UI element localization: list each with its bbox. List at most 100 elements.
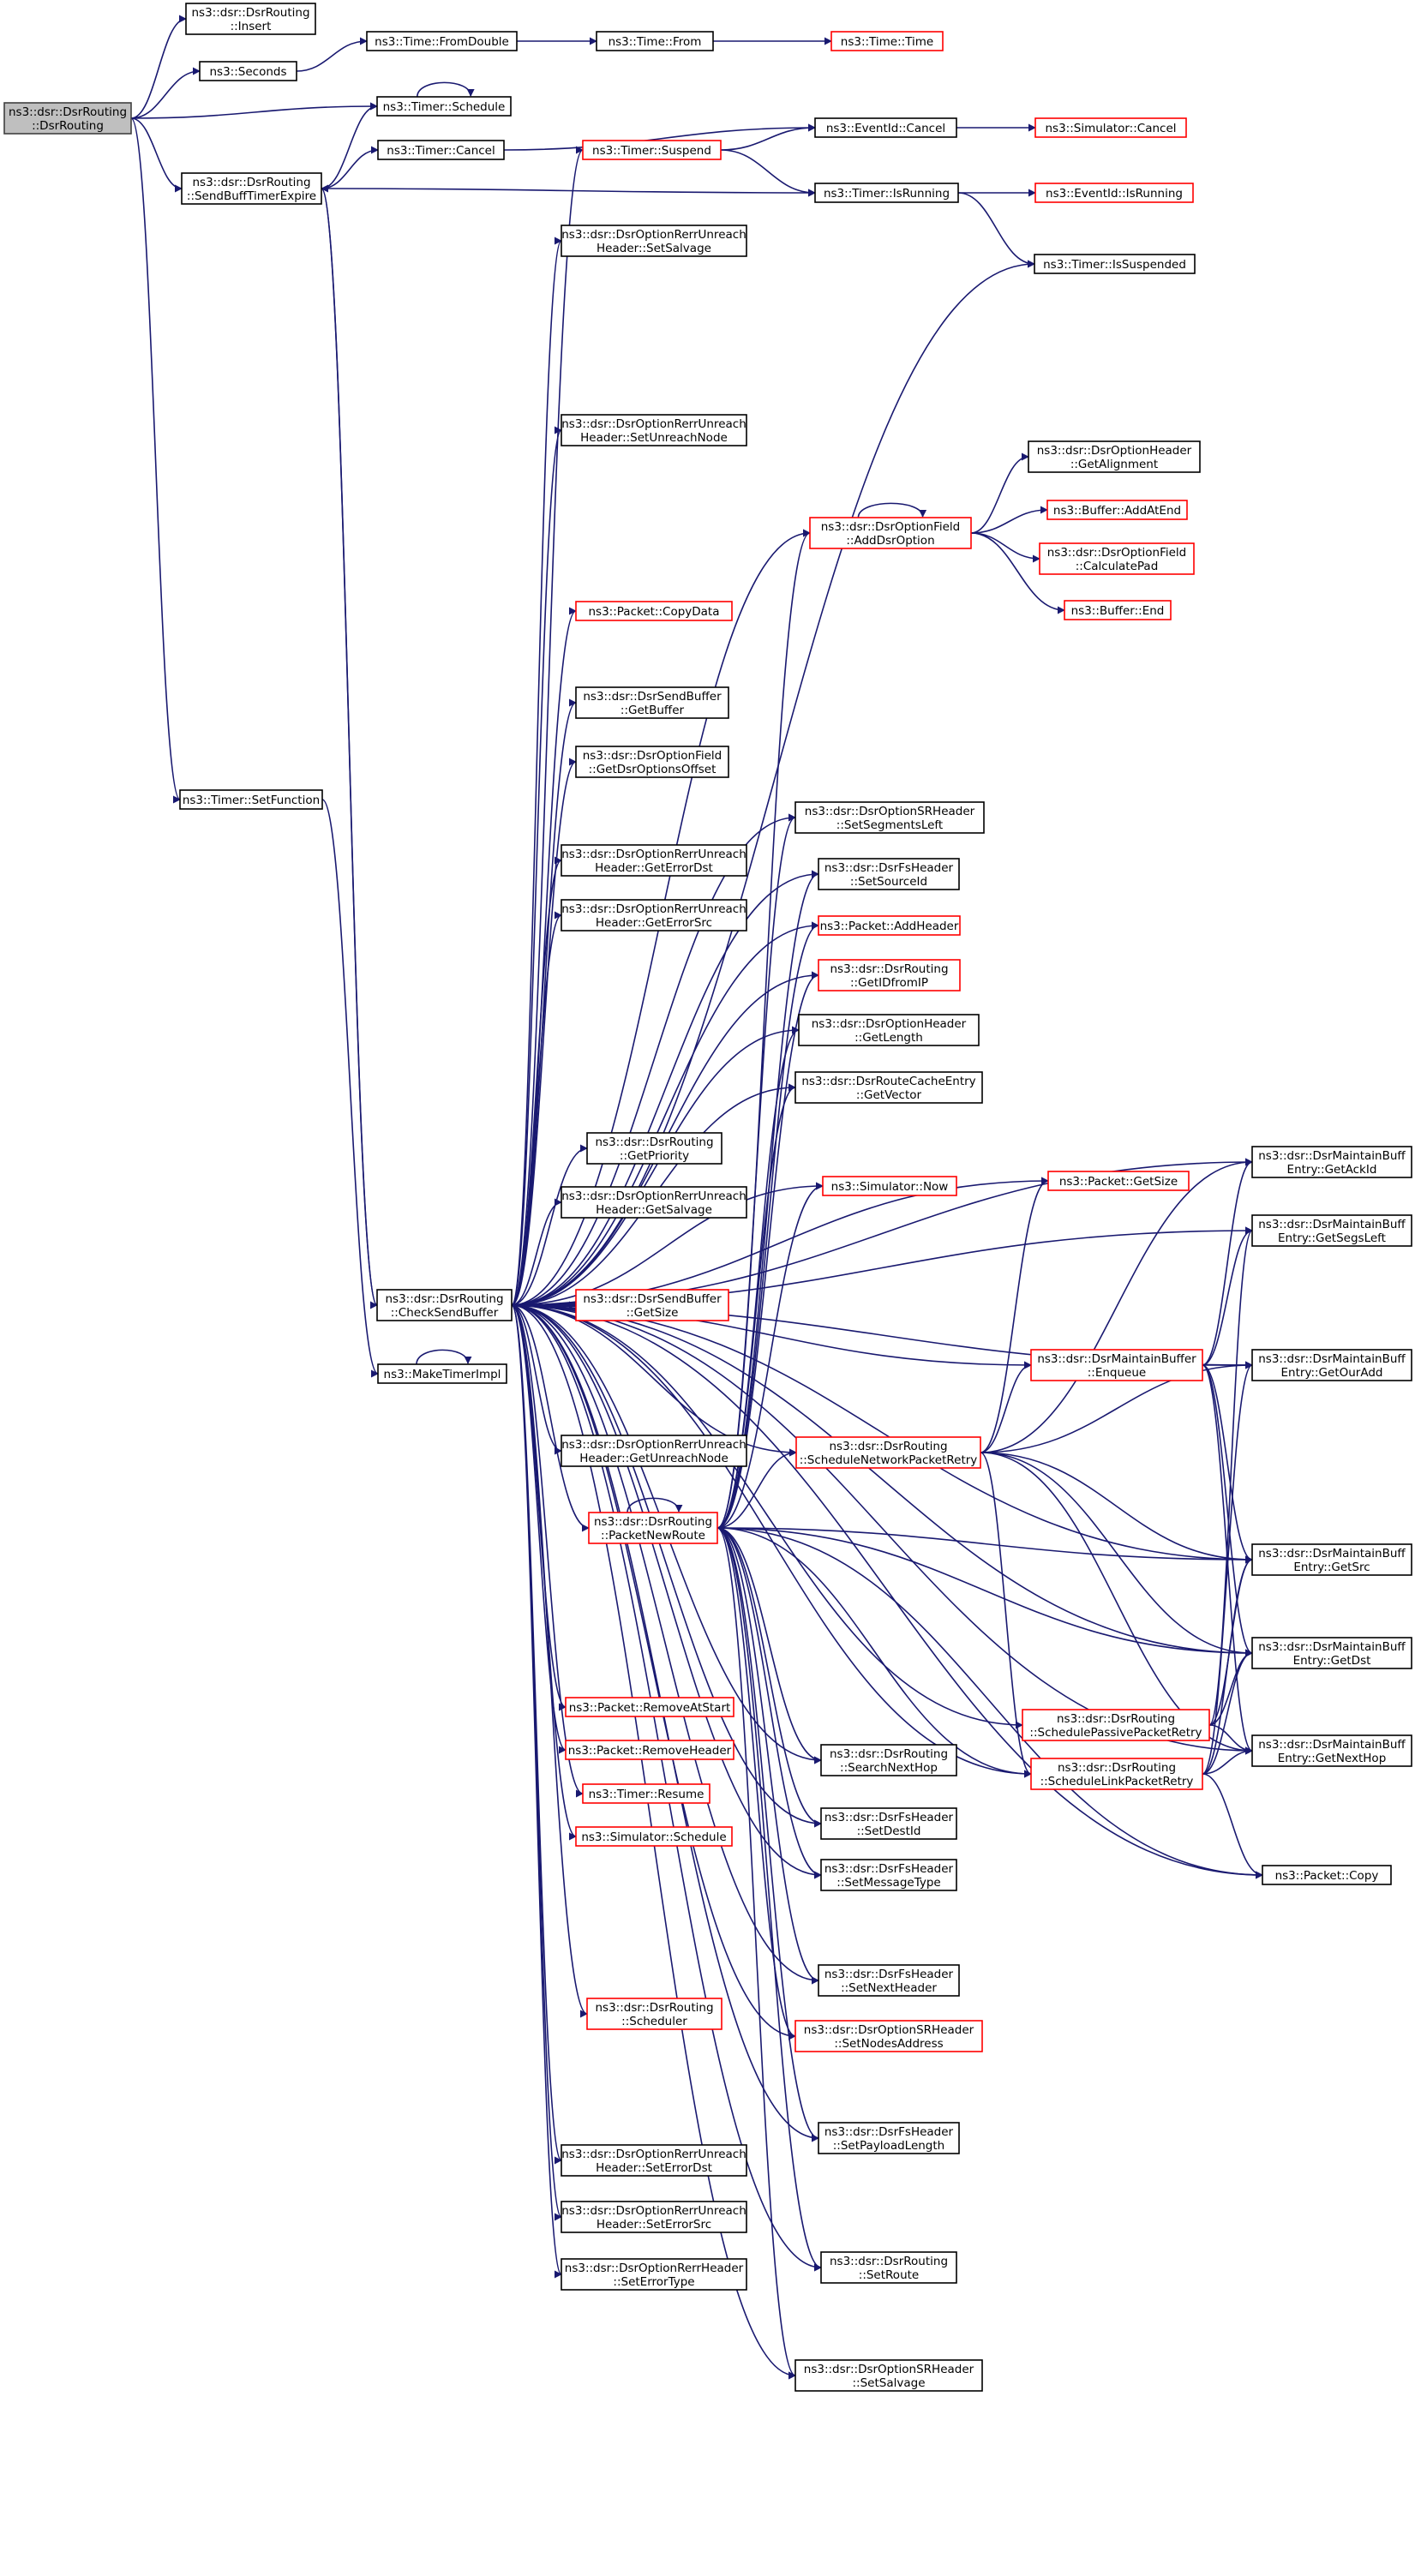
node-resume[interactable]: ns3::Timer::Resume bbox=[582, 1783, 710, 1804]
node-copydata[interactable]: ns3::Packet::CopyData bbox=[575, 601, 733, 621]
edge-checksend-to-geterrsrc bbox=[511, 911, 562, 1306]
node-time[interactable]: ns3::Time::Time bbox=[830, 31, 944, 51]
node-seterrdst[interactable]: ns3::dsr::DsrOptionRerrUnreachHeader::Se… bbox=[561, 2144, 747, 2177]
edge-schedlink-to-getnexthop bbox=[1202, 1746, 1253, 1775]
node-getbuffer[interactable]: ns3::dsr::DsrSendBuffer::GetBuffer bbox=[575, 686, 729, 719]
node-seterrsrc[interactable]: ns3::dsr::DsrOptionRerrUnreachHeader::Se… bbox=[561, 2201, 747, 2233]
edge bbox=[980, 1158, 1253, 1453]
node-getpriority[interactable]: ns3::dsr::DsrRouting::GetPriority bbox=[586, 1132, 722, 1165]
node-label: ns3::Packet::AddHeader bbox=[820, 920, 959, 933]
node-root[interactable]: ns3::dsr::DsrRouting::DsrRouting bbox=[3, 102, 132, 135]
edge bbox=[980, 1452, 1253, 1564]
node-addheader[interactable]: ns3::Packet::AddHeader bbox=[818, 915, 961, 936]
node-enqueue[interactable]: ns3::dsr::DsrMaintainBuffer::Enqueue bbox=[1030, 1349, 1203, 1381]
node-setsourceid[interactable]: ns3::dsr::DsrFsHeader::SetSourceId bbox=[818, 858, 960, 890]
node-bufend[interactable]: ns3::Buffer::End bbox=[1064, 600, 1172, 620]
edge-packetnew-to-getvector bbox=[716, 1083, 796, 1529]
node-settimer[interactable]: ns3::Timer::SetFunction bbox=[179, 789, 323, 810]
edge bbox=[1202, 1361, 1253, 1775]
node-box bbox=[818, 858, 960, 890]
node-removeatstart[interactable]: ns3::Packet::RemoveAtStart bbox=[565, 1697, 734, 1717]
node-isrunning[interactable]: ns3::Timer::IsRunning bbox=[814, 183, 959, 203]
node-seterrtype[interactable]: ns3::dsr::DsrOptionRerrHeader::SetErrorT… bbox=[561, 2258, 747, 2291]
node-insert[interactable]: ns3::dsr::DsrRouting::Insert bbox=[185, 3, 316, 35]
node-sendbuff[interactable]: ns3::dsr::DsrRouting::SendBuffTimerExpir… bbox=[181, 172, 322, 205]
node-getdsropt[interactable]: ns3::dsr::DsrOptionField::GetDsrOptionsO… bbox=[575, 746, 729, 778]
node-tcancel[interactable]: ns3::Timer::Cancel bbox=[377, 140, 505, 160]
node-schedpassive[interactable]: ns3::dsr::DsrRouting::SchedulePassivePac… bbox=[1022, 1709, 1210, 1741]
node-getvector[interactable]: ns3::dsr::DsrRouteCacheEntry::GetVector bbox=[794, 1071, 983, 1104]
node-setunreach[interactable]: ns3::dsr::DsrOptionRerrUnreachHeader::Se… bbox=[561, 414, 747, 446]
node-getsegsleft[interactable]: ns3::dsr::DsrMaintainBuffEntry::GetSegsL… bbox=[1251, 1214, 1412, 1247]
node-sbgetsize[interactable]: ns3::dsr::DsrSendBuffer::GetSize bbox=[575, 1289, 729, 1321]
node-fromdouble[interactable]: ns3::Time::FromDouble bbox=[366, 31, 518, 51]
node-schednet[interactable]: ns3::dsr::DsrRouting::ScheduleNetworkPac… bbox=[795, 1436, 981, 1469]
node-box bbox=[1030, 1349, 1203, 1381]
node-schedlink[interactable]: ns3::dsr::DsrRouting::ScheduleLinkPacket… bbox=[1030, 1758, 1203, 1790]
node-box bbox=[582, 140, 722, 160]
node-setsegleft[interactable]: ns3::dsr::DsrOptionSRHeader::SetSegments… bbox=[794, 801, 985, 834]
node-getid[interactable]: ns3::dsr::DsrRouting::GetIDfromIP bbox=[818, 959, 961, 991]
node-checksend[interactable]: ns3::dsr::DsrRouting::CheckSendBuffer bbox=[376, 1289, 513, 1321]
node-suspend[interactable]: ns3::Timer::Suspend bbox=[582, 140, 722, 160]
node-adddsr[interactable]: ns3::dsr::DsrOptionField::AddDsrOption bbox=[809, 517, 972, 549]
node-setnexthdr[interactable]: ns3::dsr::DsrFsHeader::SetNextHeader bbox=[818, 1964, 960, 1997]
node-label: ns3::dsr::DsrMaintainBuff bbox=[1258, 1547, 1406, 1561]
node-scheduler[interactable]: ns3::dsr::DsrRouting::Scheduler bbox=[586, 1998, 722, 2030]
node-getunreach[interactable]: ns3::dsr::DsrOptionRerrUnreachHeader::Ge… bbox=[561, 1435, 747, 1467]
edge-packetnew-to-getdst bbox=[716, 1527, 1253, 1657]
edge bbox=[130, 117, 181, 804]
edge-adddsr-to-adddsr bbox=[857, 502, 927, 518]
node-geterrdst[interactable]: ns3::dsr::DsrOptionRerrUnreachHeader::Ge… bbox=[561, 844, 747, 877]
node-evisrunning[interactable]: ns3::EventId::IsRunning bbox=[1034, 183, 1194, 203]
node-getnexthop[interactable]: ns3::dsr::DsrMaintainBuffEntry::GetNextH… bbox=[1251, 1734, 1412, 1767]
edge-enqueue-to-getdst bbox=[1202, 1364, 1253, 1657]
node-simcancel[interactable]: ns3::Simulator::Cancel bbox=[1034, 117, 1187, 138]
edge-root-to-schedule bbox=[130, 102, 378, 119]
node-geterrsrc[interactable]: ns3::dsr::DsrOptionRerrUnreachHeader::Ge… bbox=[561, 899, 747, 932]
node-setpayload[interactable]: ns3::dsr::DsrFsHeader::SetPayloadLength bbox=[818, 2122, 960, 2154]
node-removeheader[interactable]: ns3::Packet::RemoveHeader bbox=[565, 1740, 734, 1760]
node-box bbox=[1251, 1637, 1412, 1669]
node-getouradd[interactable]: ns3::dsr::DsrMaintainBuffEntry::GetOurAd… bbox=[1251, 1349, 1412, 1381]
node-evcancel[interactable]: ns3::EventId::Cancel bbox=[814, 117, 957, 138]
node-schedule[interactable]: ns3::Timer::Schedule bbox=[376, 96, 512, 117]
node-label: Entry::GetAckId bbox=[1287, 1163, 1377, 1177]
edge-packetnew-to-setnexthdr bbox=[716, 1527, 819, 1985]
node-label: ns3::dsr::DsrRouting bbox=[1058, 1761, 1176, 1775]
node-from[interactable]: ns3::Time::From bbox=[596, 31, 714, 51]
node-getlength[interactable]: ns3::dsr::DsrOptionHeader::GetLength bbox=[798, 1014, 980, 1046]
node-simnow[interactable]: ns3::Simulator::Now bbox=[822, 1176, 957, 1196]
node-simschedule[interactable]: ns3::Simulator::Schedule bbox=[575, 1826, 733, 1847]
node-searchnext[interactable]: ns3::dsr::DsrRouting::SearchNextHop bbox=[820, 1744, 957, 1776]
node-label: ns3::Timer::Suspend bbox=[592, 144, 711, 158]
node-setsalvage[interactable]: ns3::dsr::DsrOptionRerrUnreachHeader::Se… bbox=[561, 225, 747, 257]
node-setnodes[interactable]: ns3::dsr::DsrOptionSRHeader::SetNodesAdd… bbox=[794, 2020, 983, 2052]
node-setdestid[interactable]: ns3::dsr::DsrFsHeader::SetDestId bbox=[820, 1807, 957, 1840]
node-setmsgtype[interactable]: ns3::dsr::DsrFsHeader::SetMessageType bbox=[820, 1859, 957, 1891]
node-srsalvage[interactable]: ns3::dsr::DsrOptionSRHeader::SetSalvage bbox=[794, 2359, 983, 2392]
node-getsize[interactable]: ns3::Packet::GetSize bbox=[1047, 1171, 1190, 1191]
node-makeimpl[interactable]: ns3::MakeTimerImpl bbox=[377, 1363, 507, 1384]
edge bbox=[321, 188, 816, 197]
node-label: ns3::Timer::Schedule bbox=[383, 100, 506, 114]
node-box bbox=[575, 601, 733, 621]
node-addatend[interactable]: ns3::Buffer::AddAtEnd bbox=[1046, 500, 1188, 520]
edge bbox=[1202, 1773, 1263, 1879]
node-getalign[interactable]: ns3::dsr::DsrOptionHeader::GetAlignment bbox=[1028, 440, 1201, 473]
node-packetcopy[interactable]: ns3::Packet::Copy bbox=[1262, 1865, 1392, 1885]
node-label: ::GetPriority bbox=[620, 1149, 689, 1163]
node-seconds[interactable]: ns3::Seconds bbox=[199, 61, 297, 81]
node-issuspended[interactable]: ns3::Timer::IsSuspended bbox=[1034, 254, 1196, 274]
node-calcpad[interactable]: ns3::dsr::DsrOptionField::CalculatePad bbox=[1039, 542, 1195, 575]
node-getsalvage[interactable]: ns3::dsr::DsrOptionRerrUnreachHeader::Ge… bbox=[561, 1186, 747, 1219]
node-label: ::SetSalvage bbox=[853, 2376, 926, 2390]
node-setroute[interactable]: ns3::dsr::DsrRouting::SetRoute bbox=[820, 2251, 957, 2284]
node-box bbox=[185, 3, 316, 35]
edge bbox=[511, 1304, 588, 2018]
edge bbox=[716, 1182, 824, 1529]
node-packetnew[interactable]: ns3::dsr::DsrRouting::PacketNewRoute bbox=[588, 1512, 718, 1544]
